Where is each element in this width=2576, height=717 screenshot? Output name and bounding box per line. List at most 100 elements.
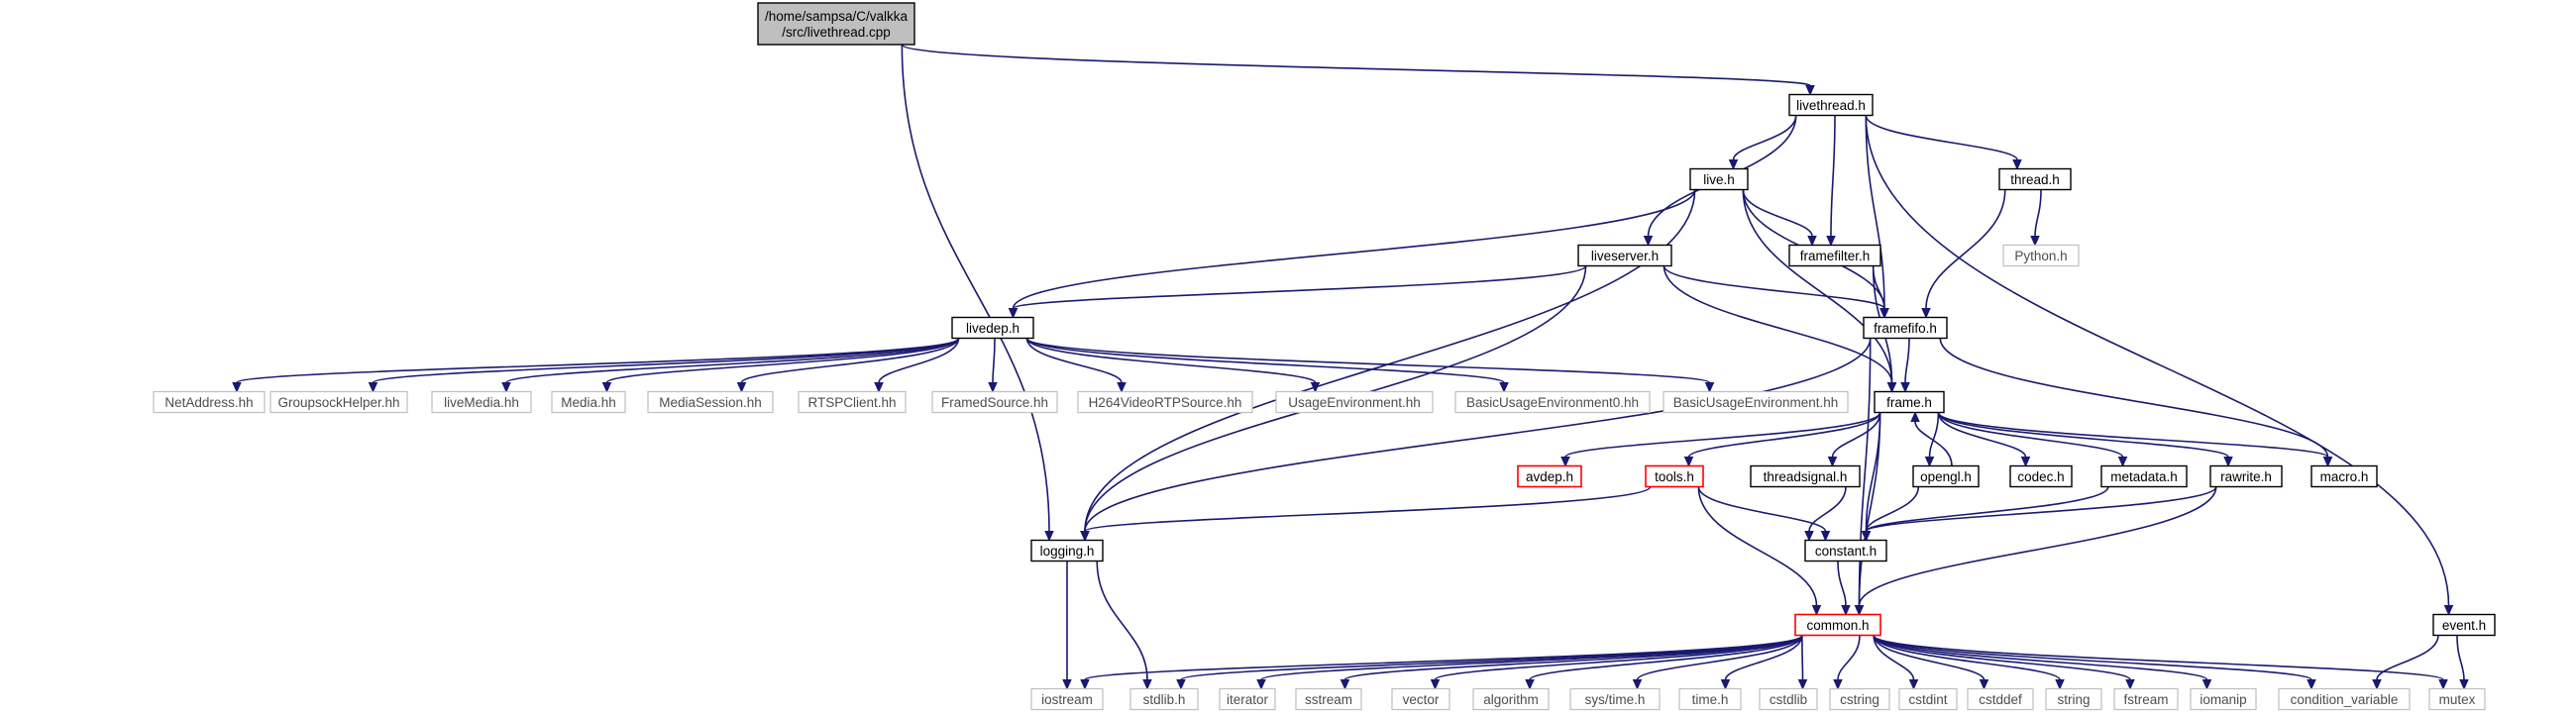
edge-root-to-livethread_h — [901, 44, 1811, 87]
arrowhead-frame_h-to-rawrite_h — [2223, 457, 2233, 467]
node-label-mutex: mutex — [2439, 692, 2476, 707]
node-label-basicusageenv_hh: BasicUsageEnvironment.hh — [1673, 395, 1839, 410]
arrowhead-common_h-to-time_h — [1720, 679, 1731, 690]
node-label-fstream: fstream — [2123, 692, 2168, 707]
node-metadata_h[interactable]: metadata.h — [2100, 464, 2188, 488]
node-constant_h[interactable]: constant.h — [1804, 539, 1887, 563]
node-label-thread_h: thread.h — [2010, 172, 2060, 187]
node-logging_h[interactable]: logging.h — [1030, 539, 1104, 563]
arrowhead-livedep_h-to-groupsockhelper_hh — [368, 382, 378, 393]
node-time_h: time.h — [1678, 687, 1742, 711]
edge-frame_h-to-tools_h — [1687, 412, 1881, 459]
edge-liveserver_h-to-frame_h — [1663, 265, 1893, 383]
node-avdep_h[interactable]: avdep.h — [1517, 464, 1582, 488]
node-label-condition_variable: condition_variable — [2291, 692, 2399, 707]
arrowhead-common_h-to-condition_variable — [2307, 679, 2316, 690]
arrowhead-threadsignal_h-to-constant_h — [1804, 531, 1814, 542]
node-label-string: string — [2057, 692, 2090, 707]
edge-common_h-to-algorithm — [1529, 635, 1803, 681]
edge-event_h-to-condition_variable — [2376, 635, 2439, 680]
edge-tools_h-to-common_h — [1697, 486, 1818, 606]
node-box-mediasession_hh — [647, 390, 774, 414]
node-label-framedsource_hh: FramedSource.hh — [941, 395, 1048, 410]
node-common_h[interactable]: common.h — [1794, 613, 1881, 637]
edge-common_h-to-sstream — [1343, 634, 1803, 681]
graph-nodes: /home/sampsa/C/valkka/src/livethread.cpp… — [153, 2, 2496, 711]
arrowhead-common_h-to-mutex — [2438, 679, 2448, 690]
edge-threadsignal_h-to-constant_h — [1808, 486, 1847, 532]
edge-event_h-to-mutex — [2456, 635, 2465, 680]
edge-frame_h-to-avdep_h — [1564, 412, 1881, 459]
arrowhead-livethread_h-to-live_h — [1728, 159, 1739, 170]
edge-frame_h-to-codec_h — [1937, 412, 2027, 458]
node-box-thread_h — [1998, 167, 2072, 191]
node-root[interactable]: /home/sampsa/C/valkka/src/livethread.cpp — [757, 2, 915, 46]
edge-tools_h-to-constant_h — [1697, 486, 1827, 532]
node-label-root: /home/sampsa/C/valkka — [765, 9, 909, 24]
arrowhead-framefifo_h-to-frame_h — [1900, 382, 1910, 393]
node-label-cstdint: cstdint — [1908, 692, 1947, 707]
node-framefifo_h[interactable]: framefifo.h — [1863, 316, 1948, 340]
node-box-tools_h — [1645, 464, 1704, 488]
arrowhead-common_h-to-iterator — [1256, 679, 1266, 690]
node-label-algorithm: algorithm — [1483, 692, 1539, 707]
arrowhead-livedep_h-to-basicusageenv_hh — [1704, 382, 1715, 393]
arrowhead-common_h-to-sstream — [1340, 679, 1350, 690]
edge-framefifo_h-to-logging_h — [1084, 338, 1872, 532]
node-basicusageenv0_hh: BasicUsageEnvironment0.hh — [1454, 390, 1651, 414]
node-liveserver_h[interactable]: liveserver.h — [1577, 244, 1672, 267]
node-threadsignal_h[interactable]: threadsignal.h — [1750, 464, 1861, 488]
arrowhead-livedep_h-to-framedsource_hh — [988, 382, 998, 393]
node-livedep_h[interactable]: livedep.h — [951, 316, 1034, 340]
node-iterator: iterator — [1219, 687, 1276, 711]
edge-framefifo_h-to-common_h — [1858, 338, 1872, 606]
node-box-cstring — [1829, 687, 1890, 711]
node-label-sstream: sstream — [1305, 692, 1352, 707]
node-label-iomanip: iomanip — [2200, 692, 2246, 707]
node-framedsource_hh: FramedSource.hh — [931, 390, 1058, 414]
node-cstdlib: cstdlib — [1759, 687, 1818, 711]
node-livethread_h[interactable]: livethread.h — [1788, 93, 1874, 117]
node-codec_h[interactable]: codec.h — [2009, 464, 2073, 488]
node-box-basicusageenv_hh — [1663, 390, 1849, 414]
node-groupsockhelper_hh: GroupsockHelper.hh — [269, 390, 408, 414]
node-box-cstddef — [1967, 687, 2034, 711]
edge-common_h-to-vector — [1434, 635, 1803, 681]
edge-common_h-to-cstring — [1837, 635, 1861, 680]
node-box-media_hh — [551, 390, 626, 414]
node-frame_h[interactable]: frame.h — [1874, 390, 1945, 414]
node-label-common_h: common.h — [1806, 618, 1869, 633]
arrowhead-event_h-to-condition_variable — [2372, 679, 2382, 690]
edge-liveserver_h-to-livedep_h — [1012, 264, 1587, 310]
edge-frame_h-to-threadsignal_h — [1831, 412, 1881, 458]
arrowhead-livedep_h-to-rtspclient_hh — [874, 382, 884, 393]
edge-common_h-to-iterator — [1260, 634, 1803, 681]
node-rawrite_h[interactable]: rawrite.h — [2209, 464, 2283, 488]
arrowhead-common_h-to-vector — [1430, 679, 1441, 690]
arrowhead-common_h-to-iostream — [1080, 679, 1090, 690]
node-macro_h[interactable]: macro.h — [2310, 464, 2378, 488]
edge-livethread_h-to-framefifo_h — [1865, 115, 1885, 309]
node-box-basicusageenv0_hh — [1454, 390, 1651, 414]
node-box-liveserver_h — [1577, 244, 1672, 267]
arrowhead-common_h-to-fstream — [2125, 679, 2135, 690]
arrowhead-frame_h-to-metadata_h — [2117, 457, 2128, 467]
arrowhead-livedep_h-to-netaddress_hh — [232, 382, 242, 393]
arrowhead-framefilter_h-to-framefifo_h — [1879, 308, 1889, 319]
node-tools_h[interactable]: tools.h — [1645, 464, 1704, 488]
node-box-avdep_h — [1517, 464, 1582, 488]
edge-common_h-to-sys_time_h — [1636, 635, 1803, 680]
arrowhead-opengl_h-to-frame_h — [1910, 411, 1920, 422]
node-label-livedep_h: livedep.h — [966, 321, 1020, 336]
node-rtspclient_hh: RTSPClient.hh — [798, 390, 907, 414]
node-live_h[interactable]: live.h — [1689, 167, 1749, 191]
node-string: string — [2045, 687, 2102, 711]
edge-livedep_h-to-media_hh — [605, 338, 960, 384]
node-thread_h[interactable]: thread.h — [1998, 167, 2072, 191]
node-framefilter_h[interactable]: framefilter.h — [1788, 244, 1881, 267]
node-opengl_h[interactable]: opengl.h — [1912, 464, 1980, 488]
edge-common_h-to-iomanip — [1873, 635, 2208, 681]
node-box-logging_h — [1030, 539, 1104, 563]
node-box-vector — [1391, 687, 1450, 711]
node-event_h[interactable]: event.h — [2432, 613, 2496, 637]
